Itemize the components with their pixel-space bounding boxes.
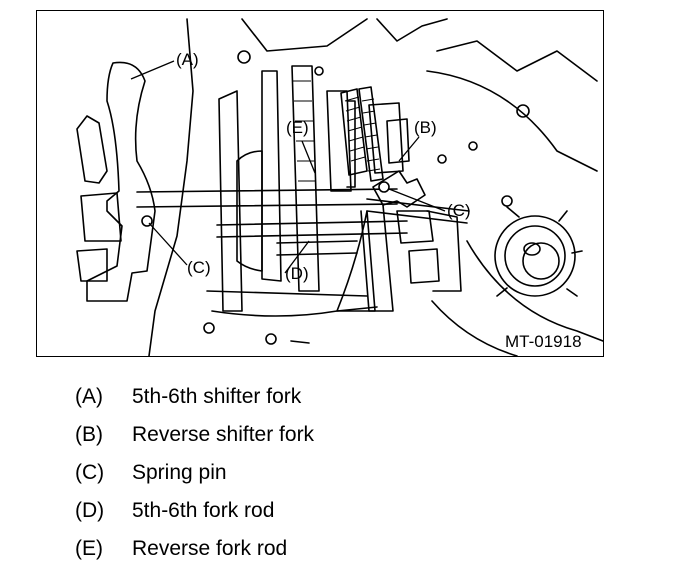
- legend-text: Spring pin: [132, 461, 227, 484]
- legend-code: (A): [75, 385, 103, 408]
- legend-code: (E): [75, 537, 103, 560]
- fork-rod-d: [136, 188, 398, 208]
- housing-outline: [148, 18, 194, 356]
- legend-item: (C) Spring pin: [75, 460, 314, 498]
- legend-item: (A) 5th-6th shifter fork: [75, 384, 314, 422]
- legend-code: (C): [75, 461, 105, 484]
- legend-item: (B) Reverse shifter fork: [75, 422, 314, 460]
- legend-text: Reverse fork rod: [132, 537, 288, 560]
- transmission-drawing: (A) (B) (C) (C) (D) (E) MT-01918: [76, 18, 603, 356]
- technical-illustration: (A) (B) (C) (C) (D) (E) MT-01918: [36, 10, 604, 357]
- shifter-fork-a: [86, 61, 156, 302]
- shifter-fork-b: [372, 170, 426, 208]
- legend-text: 5th-6th fork rod: [132, 499, 275, 522]
- legend-item: (E) Reverse fork rod: [75, 536, 314, 574]
- callout-d: (D): [285, 264, 309, 283]
- callout-a: (A): [176, 50, 199, 69]
- legend-text: 5th-6th shifter fork: [132, 385, 302, 408]
- callout-c-left: (C): [187, 258, 211, 277]
- legend-code: (D): [75, 499, 105, 522]
- parts-legend: (A) 5th-6th shifter fork (B) Reverse shi…: [75, 384, 314, 574]
- legend-item: (D) 5th-6th fork rod: [75, 498, 314, 536]
- figure-id: MT-01918: [505, 332, 582, 351]
- legend-text: Reverse shifter fork: [132, 423, 315, 446]
- callout-e: (E): [286, 118, 309, 137]
- legend-code: (B): [75, 423, 103, 446]
- callout-c-right: (C): [447, 201, 471, 220]
- callout-b: (B): [414, 118, 437, 137]
